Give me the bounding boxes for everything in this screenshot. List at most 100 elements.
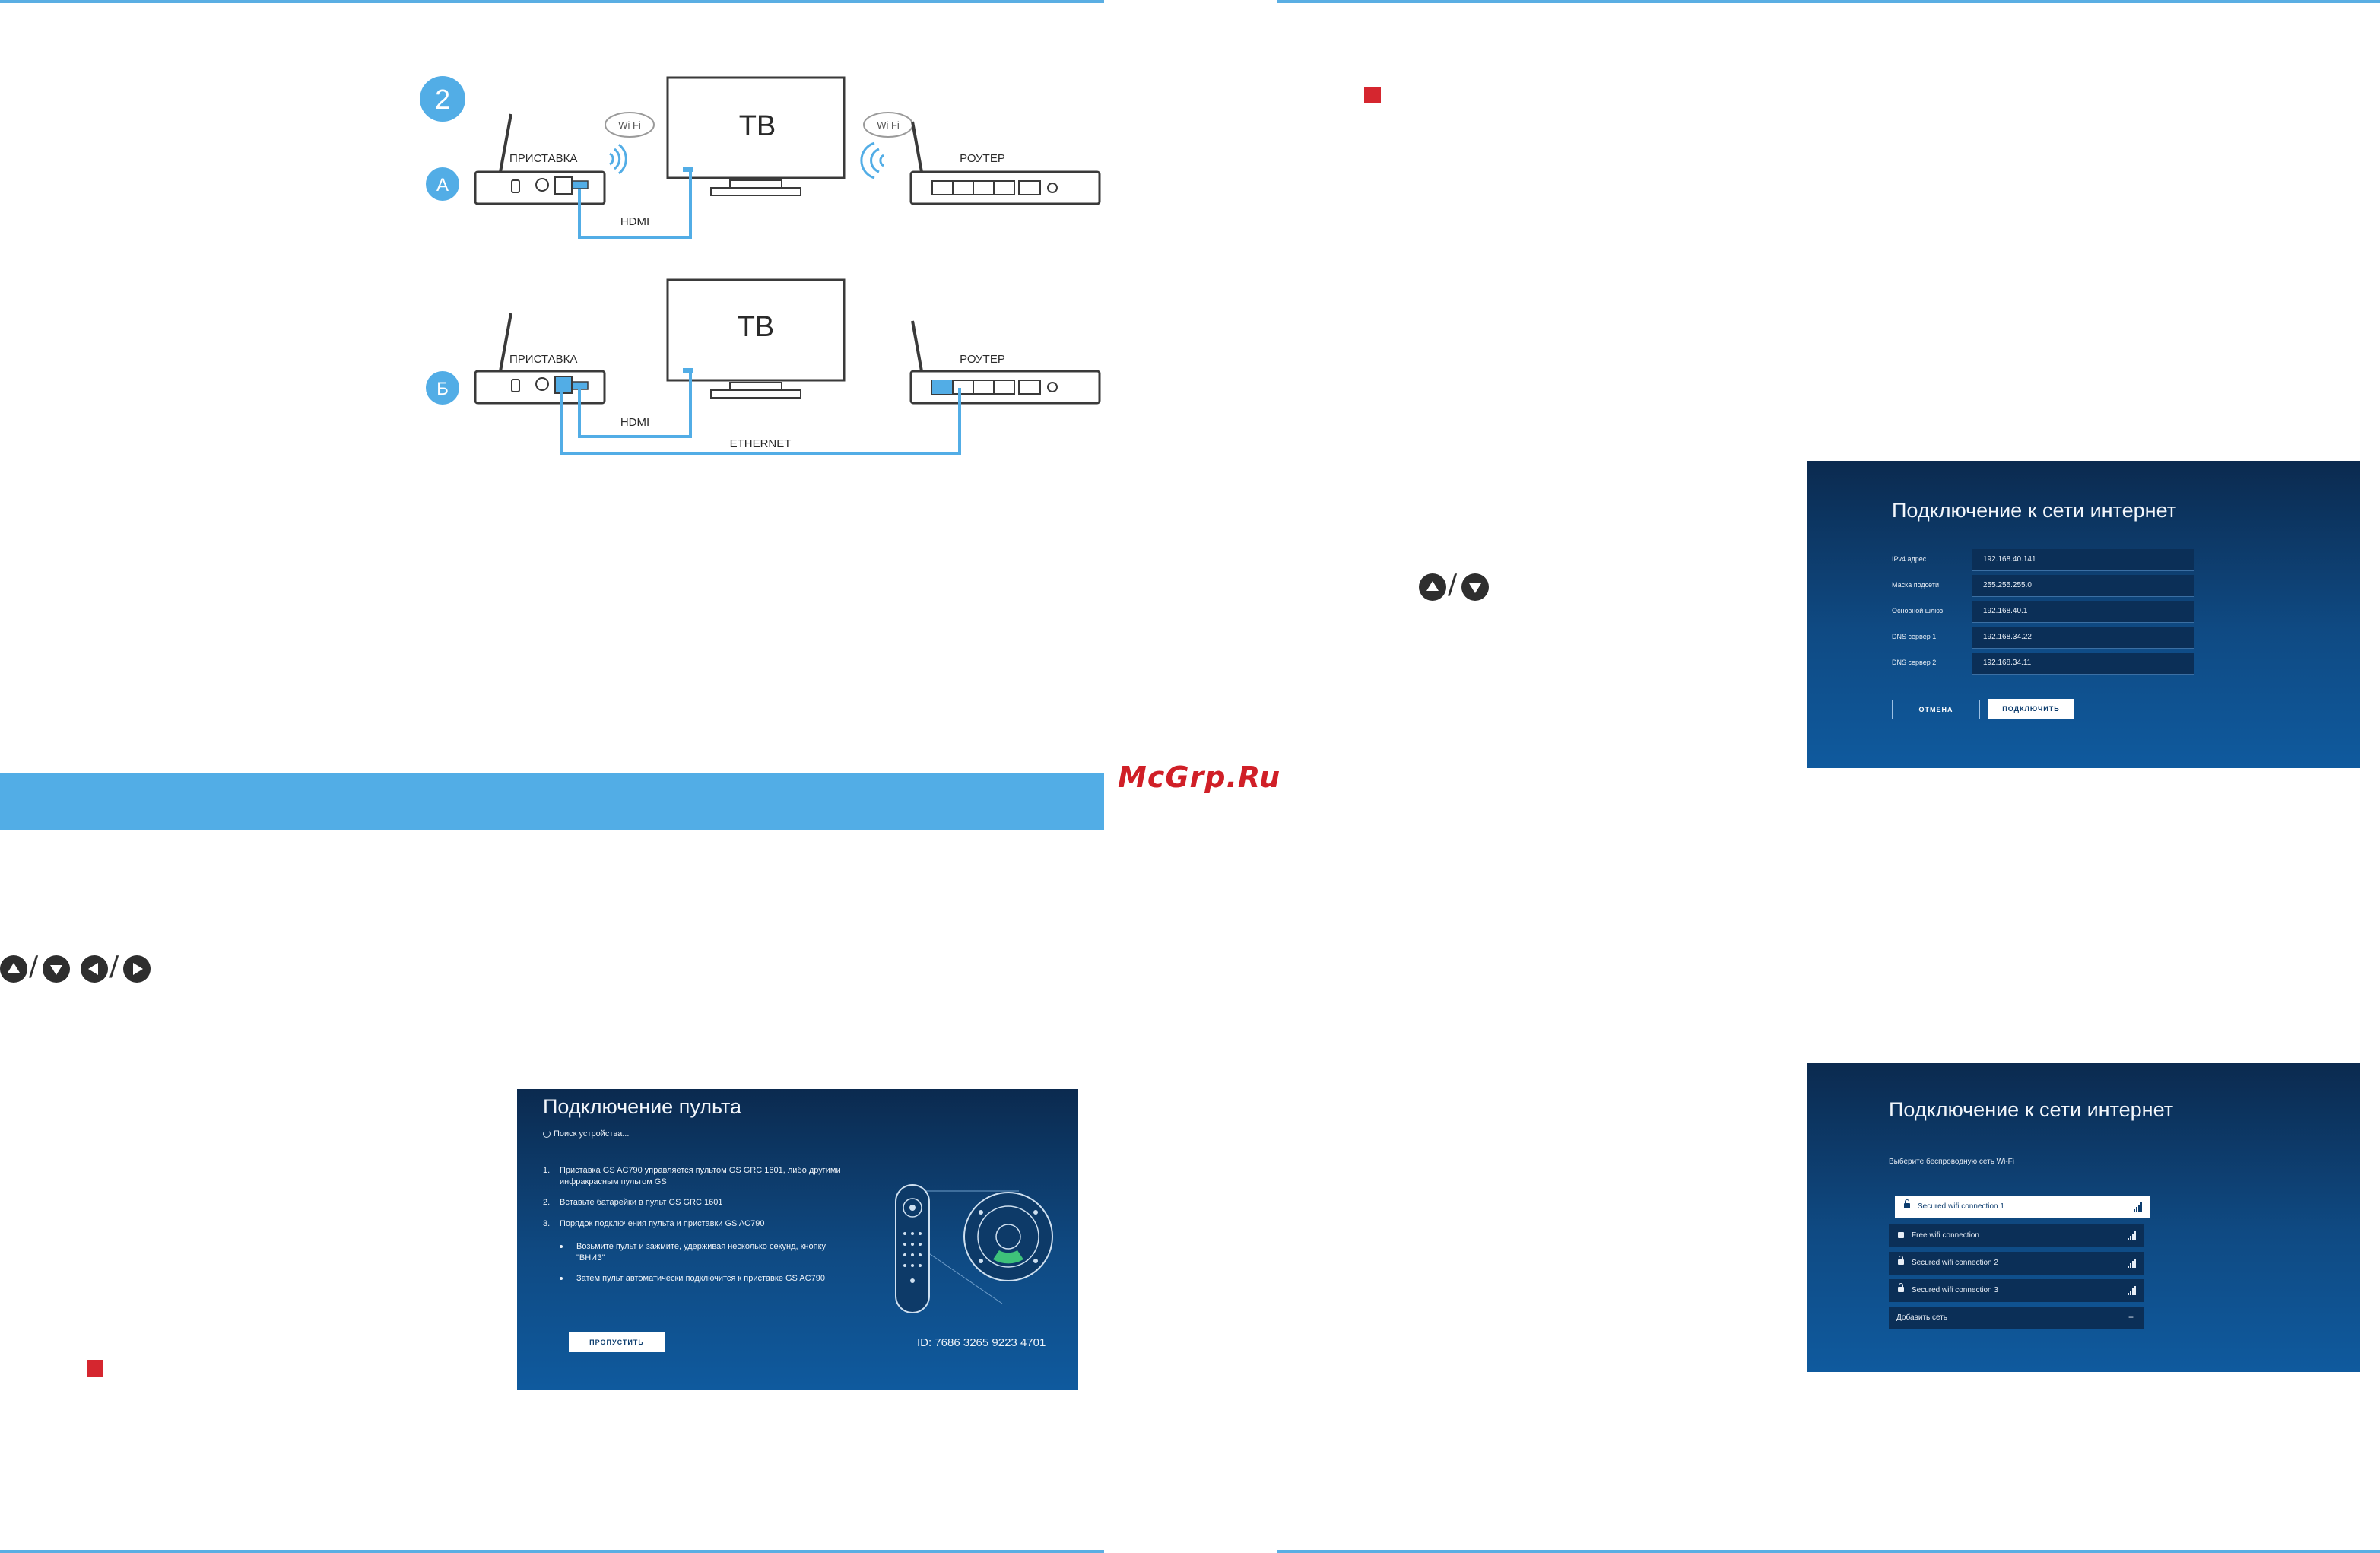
step-number: 2. — [543, 1198, 551, 1207]
wifi-label-1: Wi Fi — [618, 119, 641, 131]
settop-box-a — [474, 113, 606, 205]
bullet-dot — [560, 1277, 563, 1280]
wifi-label-2: Wi Fi — [877, 119, 900, 131]
wifi-network-name: Secured wifi connection 2 — [1912, 1259, 1998, 1267]
arrow-up-icon — [1419, 573, 1446, 601]
connect-button[interactable]: ПОДКЛЮЧИТЬ — [1988, 699, 2074, 719]
nav-arrows-right: / — [1419, 569, 1503, 604]
hdmi-cable-b — [578, 371, 692, 438]
variant-label-b: Б — [436, 379, 449, 399]
dns1-value: 192.168.34.22 — [1983, 633, 2032, 641]
note-marker-right — [1364, 87, 1381, 103]
watermark: McGrp.Ru — [1118, 761, 1281, 794]
ipv4-value: 192.168.40.141 — [1983, 555, 2036, 564]
wifi-network-name: Secured wifi connection 3 — [1912, 1286, 1998, 1294]
remote-control-illustration — [895, 1184, 1053, 1313]
variant-label-a: А — [436, 175, 449, 195]
plus-icon: + — [2128, 1312, 2134, 1323]
arrow-left-icon — [81, 955, 108, 983]
lock-icon — [1898, 1256, 1904, 1265]
step-text: Приставка GS AC790 управляется пультом G… — [560, 1166, 841, 1186]
device-id: ID: 7686 3265 9223 4701 — [917, 1336, 1046, 1349]
tv-label-a: ТВ — [739, 110, 776, 142]
wifi-network-item[interactable]: Free wifi connection — [1889, 1224, 2144, 1247]
dns2-label: DNS сервер 2 — [1892, 659, 1937, 666]
dns1-field[interactable]: 192.168.34.22 — [1972, 627, 2194, 649]
ethernet-cable-b — [560, 388, 961, 455]
connection-diagram-ethernet: Б ПРИСТАВКА ТВ РОУТЕР HDMI ETHERNET — [426, 278, 1101, 455]
subnet-label: Маска подсети — [1892, 581, 1940, 589]
bullet-text: Возьмите пульт и зажмите, удерживая неск… — [576, 1242, 827, 1262]
wifi-network-item[interactable]: Secured wifi connection 3 — [1889, 1279, 2144, 1302]
router-label-a: РОУТЕР — [960, 152, 1005, 165]
bullet-text: Затем пульт автоматически подключится к … — [576, 1274, 825, 1283]
cancel-button[interactable]: ОТМЕНА — [1892, 700, 1980, 719]
dns1-label: DNS сервер 1 — [1892, 633, 1937, 640]
wifi-waves-box — [609, 143, 627, 175]
subnet-field[interactable]: 255.255.255.0 — [1972, 575, 2194, 597]
top-rule-right — [1277, 0, 2380, 3]
arrow-down-icon — [1461, 573, 1489, 601]
ipv4-field[interactable]: 192.168.40.141 — [1972, 549, 2194, 571]
box-label-b: ПРИСТАВКА — [509, 353, 577, 366]
wifi-waves-router — [860, 141, 884, 179]
network-settings-screen: Подключение к сети интернет IPv4 адрес 1… — [1807, 461, 2360, 768]
step-number: 2 — [435, 84, 450, 115]
bottom-rule-left — [0, 1550, 1104, 1553]
gateway-field[interactable]: 192.168.40.1 — [1972, 601, 2194, 623]
hdmi-label-a: HDMI — [620, 215, 649, 228]
bottom-rule-right — [1277, 1550, 2380, 1553]
gateway-value: 192.168.40.1 — [1983, 607, 2028, 615]
tv-b — [666, 278, 846, 399]
bullet-dot — [560, 1245, 563, 1248]
box-label-a: ПРИСТАВКА — [509, 152, 577, 165]
settop-box-b — [474, 313, 606, 405]
router-label-b: РОУТЕР — [960, 353, 1005, 366]
screen-title: Подключение к сети интернет — [1892, 499, 2177, 522]
slash-separator: / — [109, 951, 119, 982]
wifi-cloud-1 — [605, 112, 655, 138]
dns2-value: 192.168.34.11 — [1983, 659, 2032, 667]
screen-title: Подключение к сети интернет — [1889, 1098, 2174, 1121]
loading-spinner-icon — [543, 1130, 551, 1138]
wifi-network-item[interactable]: Secured wifi connection 1 — [1895, 1196, 2150, 1218]
signal-strength-icon — [2128, 1231, 2137, 1240]
nav-arrows-left: / / — [0, 951, 160, 986]
ethernet-label-b: ETHERNET — [730, 437, 792, 450]
screen-title: Подключение пульта — [543, 1095, 742, 1118]
hdmi-label-b: HDMI — [620, 416, 649, 429]
remote-pairing-screen: Подключение пульта Поиск устройства... 1… — [517, 1089, 1078, 1390]
wifi-network-name: Secured wifi connection 1 — [1918, 1202, 2004, 1211]
step-text: Порядок подключения пульта и приставки G… — [560, 1219, 765, 1228]
top-rule-left — [0, 0, 1104, 3]
signal-strength-icon — [2128, 1286, 2137, 1295]
lock-icon — [1904, 1199, 1910, 1208]
add-network-item[interactable]: Добавить сеть + — [1889, 1307, 2144, 1329]
step-number: 3. — [543, 1219, 551, 1228]
variant-circle-a — [426, 167, 459, 201]
section-band — [0, 773, 1104, 830]
dns2-field[interactable]: 192.168.34.11 — [1972, 653, 2194, 675]
arrow-up-icon — [0, 955, 27, 983]
signal-strength-icon — [2128, 1259, 2137, 1268]
wifi-network-item[interactable]: Secured wifi connection 2 — [1889, 1252, 2144, 1275]
gateway-label: Основной шлюз — [1892, 607, 1944, 615]
wifi-subtitle: Выберите беспроводную сеть Wi-Fi — [1889, 1158, 2014, 1166]
lock-icon — [1898, 1283, 1904, 1292]
step-number: 1. — [543, 1166, 551, 1175]
wifi-select-screen: Подключение к сети интернет Выберите бес… — [1807, 1063, 2360, 1372]
skip-button[interactable]: ПРОПУСТИТЬ — [569, 1332, 665, 1352]
searching-status: Поиск устройства... — [554, 1129, 630, 1139]
slash-separator: / — [29, 951, 39, 982]
hdmi-cable-a — [578, 172, 692, 239]
add-network-label: Добавить сеть — [1896, 1313, 1947, 1322]
router-a — [909, 121, 1101, 205]
tv-a — [666, 76, 846, 196]
tv-label-b: ТВ — [738, 311, 775, 343]
signal-strength-icon — [2134, 1202, 2143, 1212]
step-number-circle — [420, 76, 465, 122]
variant-circle-b — [426, 371, 459, 405]
subnet-value: 255.255.255.0 — [1983, 581, 2032, 589]
slash-separator: / — [1448, 569, 1458, 600]
arrow-right-icon — [123, 955, 151, 983]
